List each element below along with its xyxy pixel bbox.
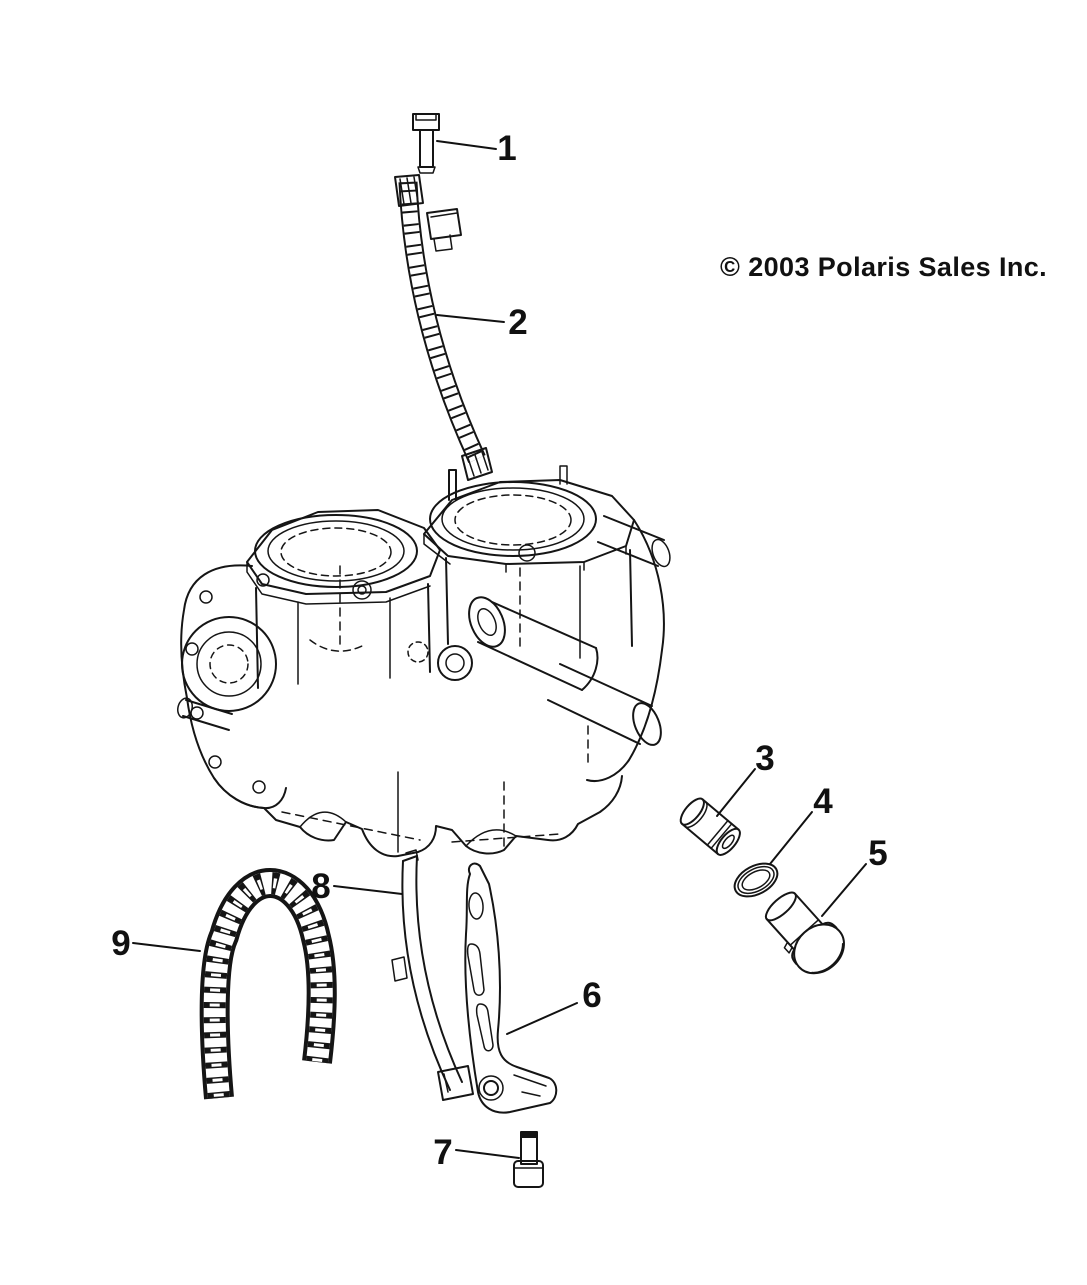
bolt-7-drawing: [513, 1131, 544, 1188]
copyright-notice: © 2003 Polaris Sales Inc.: [720, 252, 1048, 282]
callout-label-7: 7: [433, 1133, 452, 1172]
tensioner-body-3-drawing: [679, 797, 741, 856]
cam-chain-9-drawing: [199, 867, 337, 1100]
callout-label-5: 5: [868, 834, 887, 873]
bolt-1-drawing: [412, 113, 440, 174]
tensioner-plug-5-drawing: [764, 891, 845, 975]
sealing-washer-4-drawing: [733, 862, 779, 898]
callout-label-1: 1: [497, 129, 516, 168]
callout-labels: 1 2 3 4 5 6 7 8 9: [111, 129, 887, 1172]
callout-label-2: 2: [508, 303, 527, 342]
guide-blade-8-drawing: [391, 849, 474, 1101]
chain-guide-2-drawing: [394, 174, 493, 481]
callout-leaders: [132, 140, 867, 1159]
callout-label-3: 3: [755, 739, 774, 778]
tensioner-blade-6-drawing: [464, 862, 558, 1114]
callout-label-9: 9: [111, 924, 130, 963]
callout-label-8: 8: [311, 867, 330, 906]
callout-label-6: 6: [582, 976, 601, 1015]
engine-block-drawing: [177, 465, 671, 858]
callout-label-4: 4: [813, 782, 833, 821]
